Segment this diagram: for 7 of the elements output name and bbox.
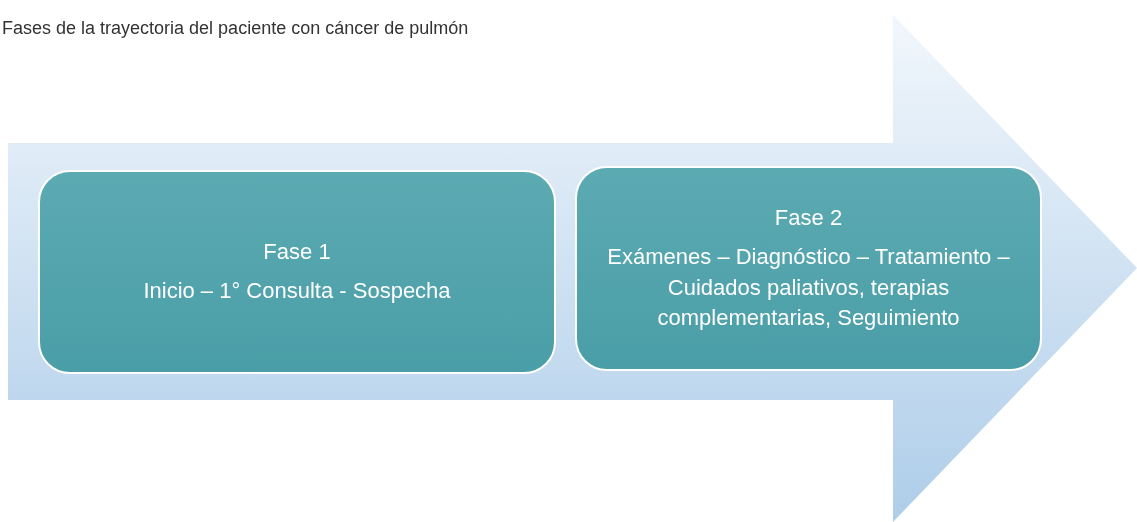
phase-heading: Fase 2: [774, 203, 843, 232]
phase-description: Exámenes – Diagnóstico – Tratamiento – Cuidados paliativos, terapias complementarias, Seguimiento: [606, 242, 1011, 333]
phase-heading: Fase 1: [263, 238, 331, 267]
phase-description: Inicio – 1° Consulta - Sospecha: [143, 277, 451, 305]
diagram-title: Fases de la trayectoria del paciente con cáncer de pulmón: [2, 18, 469, 39]
phase-box: [575, 166, 1042, 371]
phase-box: [38, 170, 556, 374]
